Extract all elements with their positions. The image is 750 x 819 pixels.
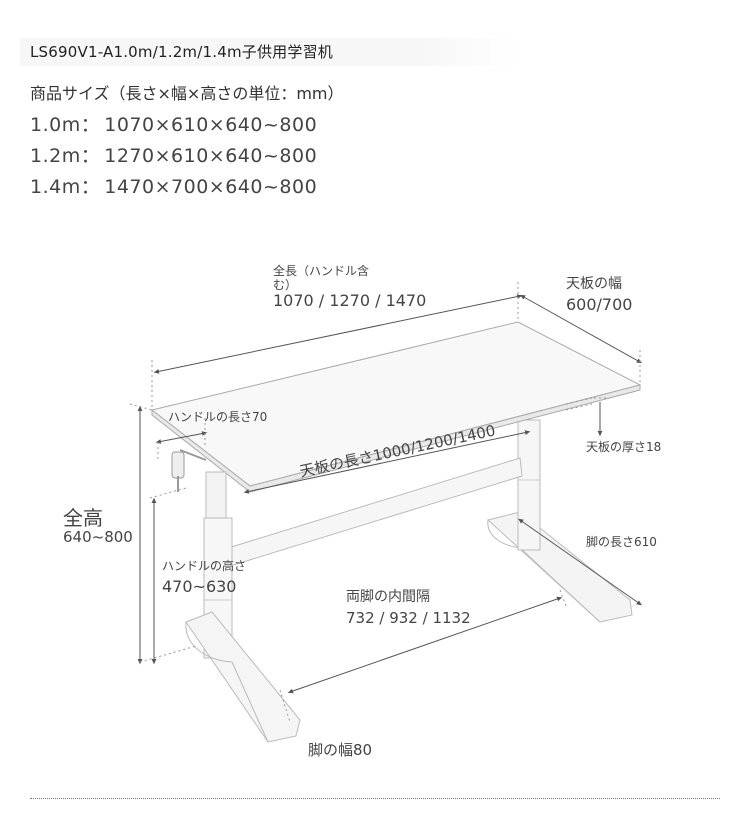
handle-height-label: ハンドルの高さ: [162, 559, 247, 573]
crank-handle: [171, 449, 207, 492]
spec-colon: ：: [80, 114, 101, 136]
top-thickness-label: 天板の厚さ18: [586, 440, 662, 454]
foot-width-label: 脚の幅80: [308, 741, 373, 759]
overall-length-value: 1070 / 1270 / 1470: [273, 291, 427, 310]
guide-dotted-lines: [129, 282, 641, 723]
handle-height-value: 470~630: [162, 577, 237, 596]
spec-colon: ：: [80, 145, 101, 167]
spec-dims: 1270×610×640~800: [104, 145, 318, 167]
top-width-value: 600/700: [566, 295, 633, 314]
product-title: LS690V1-A1.0m/1.2m/1.4m子供用学習机: [30, 43, 333, 61]
leg-length-label: 脚の長さ610: [586, 535, 657, 549]
leg-spacing-label: 両脚の内間隔: [346, 589, 430, 605]
leg-spacing-value: 732 / 932 / 1132: [346, 609, 471, 627]
top-width-label: 天板の幅: [566, 276, 622, 292]
overall-length-label-line2: む）: [273, 278, 298, 292]
rear-leg: [517, 419, 541, 551]
front-leg-upper: [205, 471, 227, 519]
spec-row-1: 1.0m：1070×610×640~800: [30, 110, 317, 137]
spec-size: 1.0m: [30, 114, 81, 136]
spec-dims: 1470×700×640~800: [104, 176, 318, 198]
spec-row-2: 1.2m：1270×610×640~800: [30, 141, 317, 168]
spec-heading: 商品サイズ（長さ×幅×高さの単位：mm）: [30, 84, 344, 103]
spec-size: 1.2m: [30, 145, 81, 167]
total-height-label: 全高: [63, 506, 103, 530]
spec-size: 1.4m: [30, 176, 81, 198]
total-height-value: 640~800: [63, 528, 133, 546]
dimension-lines: [137, 294, 643, 694]
overall-length-label: 全長（ハンドル含 む）: [273, 264, 383, 292]
front-foot: [185, 611, 301, 743]
handle-length-label: ハンドルの長さ70: [168, 410, 268, 424]
spec-dims: 1070×610×640~800: [104, 114, 318, 136]
rear-foot: [486, 511, 633, 623]
title-bar: [20, 38, 520, 66]
spec-colon: ：: [80, 176, 101, 198]
bottom-divider: [30, 798, 720, 799]
overall-length-label-line1: 全長（ハンドル含: [273, 264, 370, 278]
spec-row-3: 1.4m：1470×700×640~800: [30, 172, 317, 199]
